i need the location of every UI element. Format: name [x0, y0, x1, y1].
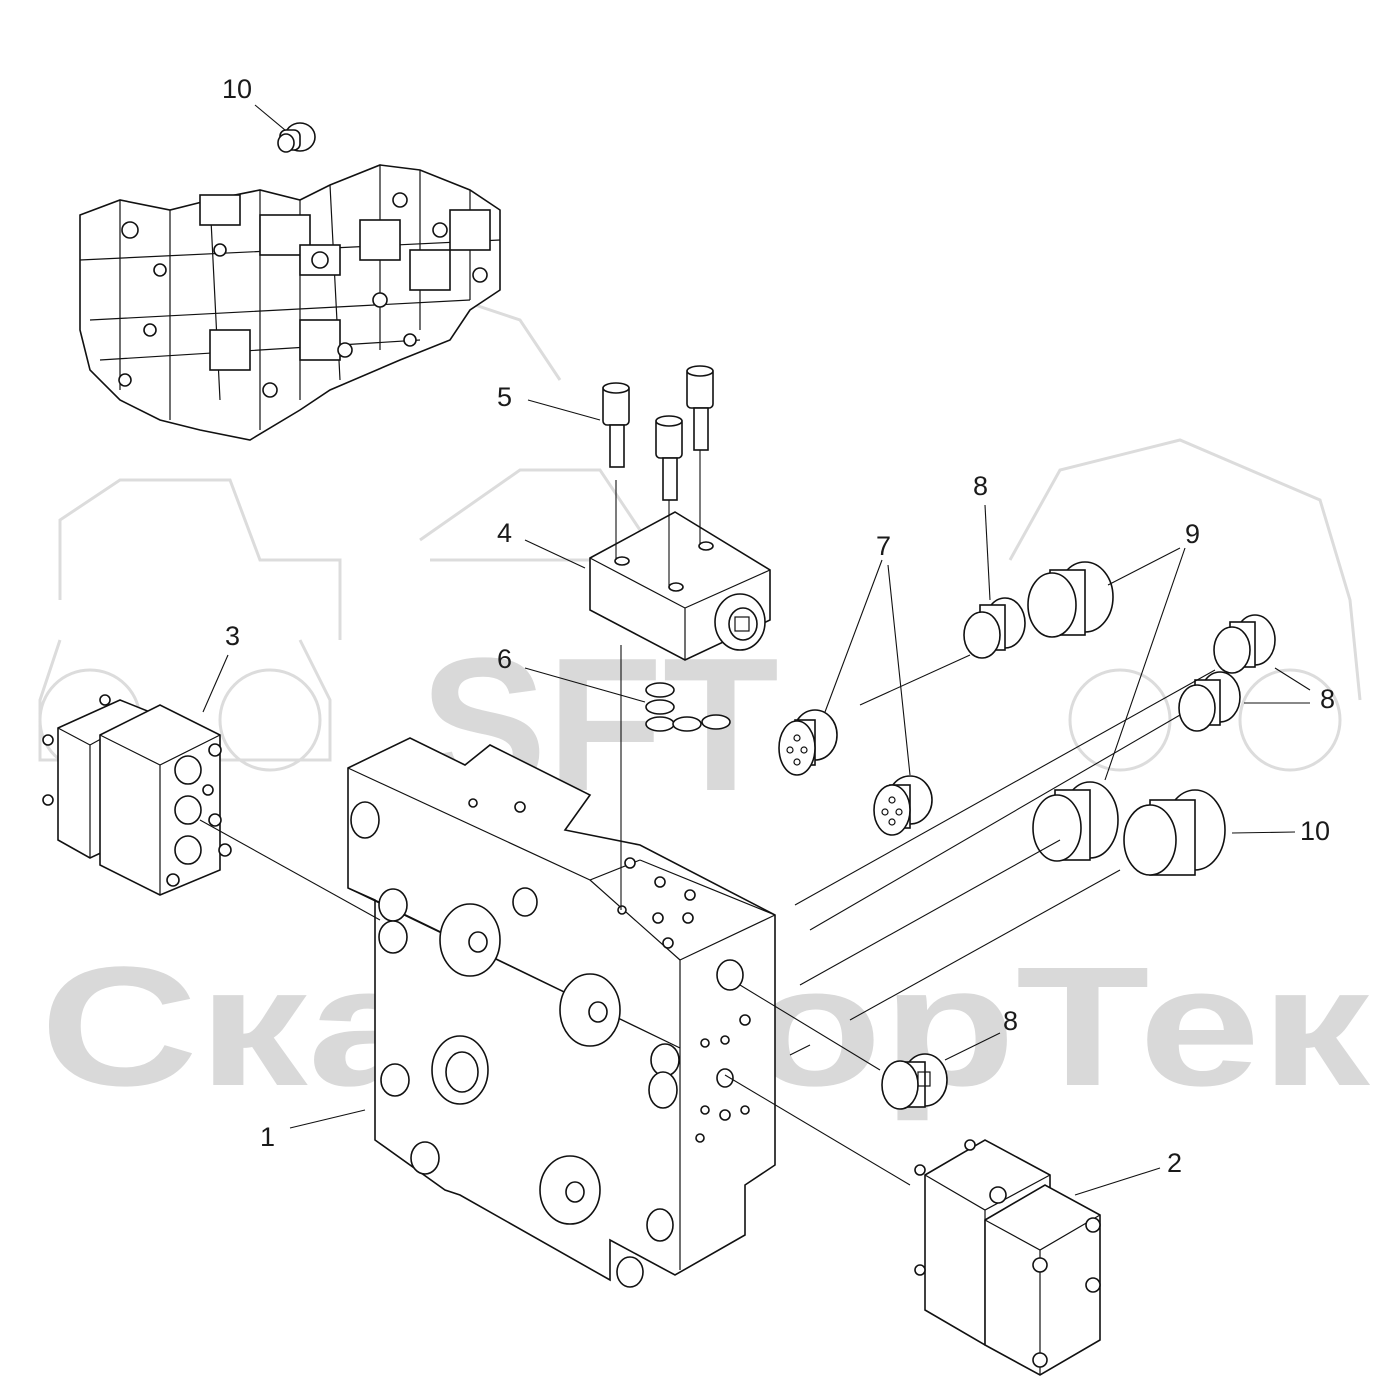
valve-block-part-3 — [42, 694, 232, 896]
callout-7: 7 — [876, 531, 891, 561]
callout-3: 3 — [225, 621, 240, 651]
bolts-part-5 — [602, 365, 714, 501]
assembly-lines — [199, 450, 1216, 1186]
callout-5: 5 — [497, 382, 512, 412]
plug-part-9-upper — [1027, 561, 1114, 638]
o-rings-part-6 — [645, 682, 731, 732]
callout-8-top: 8 — [973, 471, 988, 501]
callout-4: 4 — [497, 518, 512, 548]
callout-1: 1 — [260, 1122, 275, 1152]
leader-lines — [202, 104, 1311, 1196]
valve-block-part-2 — [914, 1139, 1101, 1376]
callout-labels: 10 5 4 6 3 7 8 9 8 10 8 1 2 — [222, 74, 1335, 1178]
plug-part-10-top — [277, 122, 316, 153]
callout-10-right: 10 — [1300, 816, 1330, 846]
connector-part-7-lower — [873, 775, 933, 836]
callout-8-bottom: 8 — [1003, 1006, 1018, 1036]
plug-part-8-lower — [881, 1053, 948, 1110]
watermark-tractor-outline — [38, 298, 1362, 772]
plug-part-8-right-top — [1213, 614, 1276, 674]
callout-2: 2 — [1167, 1148, 1182, 1178]
callout-6: 6 — [497, 644, 512, 674]
manifold-block-part-1 — [347, 737, 776, 1288]
callout-8-right: 8 — [1320, 684, 1335, 714]
callout-10-top: 10 — [222, 74, 252, 104]
callout-9: 9 — [1185, 519, 1200, 549]
plug-part-8-right-bottom — [1178, 671, 1241, 732]
plug-part-8-upper — [963, 597, 1026, 659]
plug-part-9-lower — [1032, 781, 1119, 862]
plug-part-10-right — [1123, 789, 1226, 876]
cover-block-part-4 — [589, 511, 771, 661]
connector-part-7-upper — [778, 709, 838, 776]
valve-assembly-overview — [79, 164, 501, 441]
